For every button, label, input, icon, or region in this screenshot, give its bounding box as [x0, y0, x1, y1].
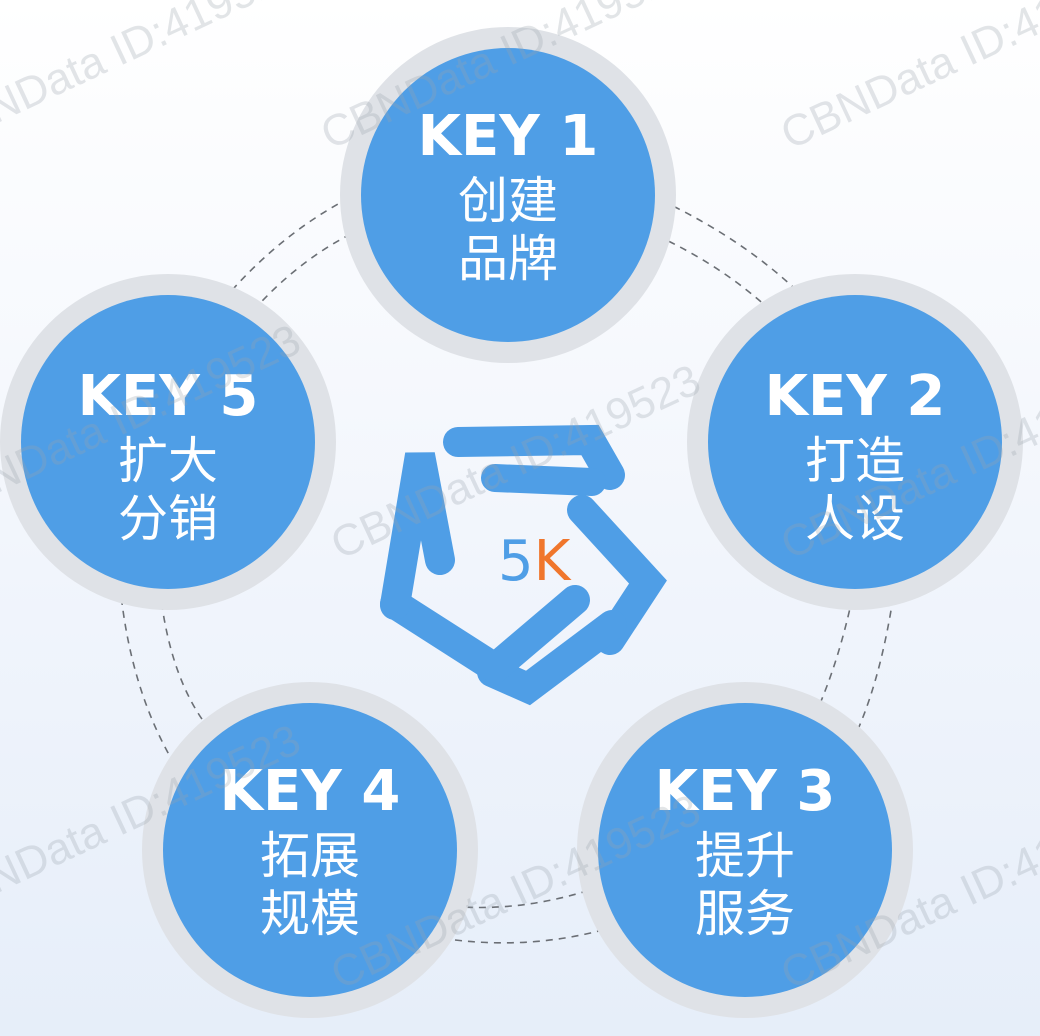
key-2-node: KEY 2 打造 人设 [687, 274, 1023, 610]
key-5-title: KEY 5 [78, 364, 259, 429]
connector-1-2-outer [649, 194, 826, 321]
connector-2-3-outer [847, 584, 896, 751]
key-4-node: KEY 4 拓展 规模 [142, 682, 478, 1018]
key-5-circle [21, 295, 315, 589]
logo-bar-inner [481, 464, 606, 496]
key-5-line2: 分销 [118, 490, 218, 548]
key-1-line2: 品牌 [458, 230, 558, 288]
key-3-line1: 提升 [695, 827, 795, 885]
key-5-node: KEY 5 扩大 分销 [0, 274, 336, 610]
key-4-circle [163, 703, 457, 997]
key-1-node: KEY 1 创建 品牌 [340, 27, 676, 363]
connector-4-5-outer [119, 584, 176, 766]
watermark-text: CBNData ID:419523 [774, 0, 1040, 159]
key-4-title: KEY 4 [220, 759, 401, 824]
key-5-line1: 扩大 [118, 432, 218, 490]
key-2-line2: 人设 [805, 490, 905, 548]
logo-k-char: K [534, 529, 572, 594]
logo-5k-text: 5K [498, 529, 572, 594]
logo-5k-icon [380, 424, 667, 706]
key-1-circle [361, 48, 655, 342]
connector-4-5-inner [159, 589, 211, 731]
watermark-text: CBNData ID:419523 [0, 0, 308, 159]
key-3-line2: 服务 [695, 885, 795, 943]
key-3-title: KEY 3 [655, 759, 836, 824]
logo-bar-top [443, 424, 625, 490]
key-4-line1: 拓展 [260, 827, 360, 885]
key-3-circle [598, 703, 892, 997]
key-1-line1: 创建 [458, 172, 558, 230]
key-4-line2: 规模 [260, 885, 360, 943]
key-2-line1: 打造 [805, 432, 905, 490]
logo-bar-left [380, 452, 455, 620]
key-3-node: KEY 3 提升 服务 [577, 682, 913, 1018]
logo-bar-bottom-left [380, 585, 590, 687]
key-2-circle [708, 295, 1002, 589]
key-2-title: KEY 2 [765, 364, 946, 429]
key-1-title: KEY 1 [418, 104, 599, 169]
logo-5-char: 5 [498, 529, 534, 594]
